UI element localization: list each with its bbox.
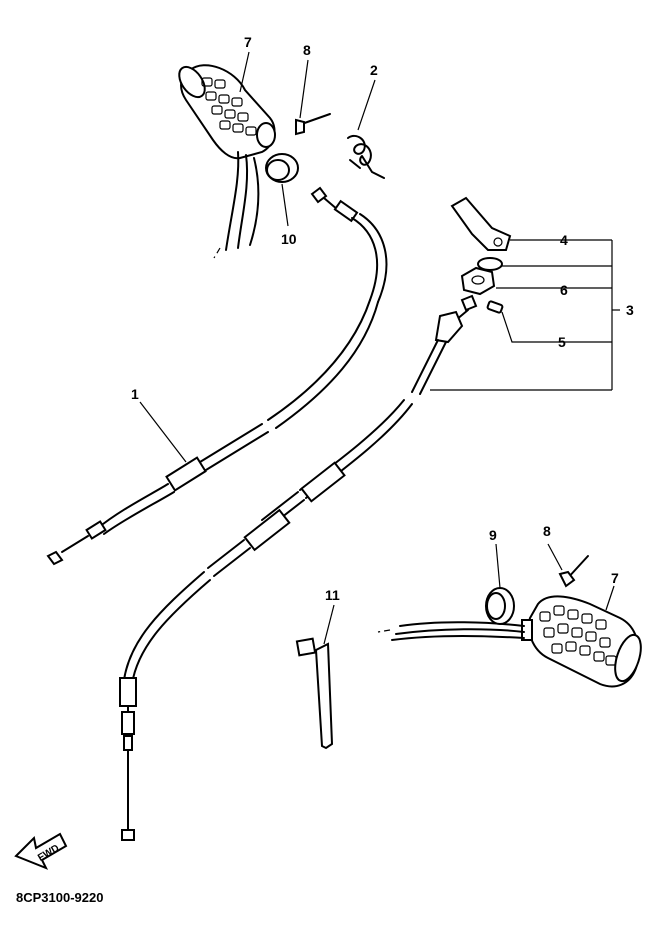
callout-labels: 7 8 2 10 4 6 3 5 1 9 8 7 11 (131, 34, 634, 603)
callout-4: 4 (560, 232, 568, 248)
choke-lever (450, 196, 512, 251)
grip-screw-top (295, 113, 331, 136)
callout-1: 1 (131, 386, 139, 402)
leader-lines (139, 51, 615, 645)
callout-10: 10 (281, 231, 297, 247)
callout-bracket-3 (430, 239, 620, 391)
callout-11: 11 (325, 587, 340, 603)
callout-5: 5 (558, 334, 566, 350)
callout-8-top: 8 (303, 42, 311, 58)
callout-3: 3 (626, 302, 634, 318)
grip-collar-ring-bottom (485, 587, 515, 625)
throttle-cable (46, 186, 388, 566)
callout-6: 6 (560, 282, 568, 298)
diagram-code: 8CP3100-9220 (16, 890, 103, 905)
choke-nut (460, 266, 496, 296)
callout-8-bottom: 8 (543, 523, 551, 539)
callout-9: 9 (489, 527, 497, 543)
left-handlebar-grip (178, 64, 276, 259)
callout-7-bottom: 7 (611, 570, 619, 586)
callout-7-top: 7 (244, 34, 252, 50)
choke-cable-end (411, 294, 478, 395)
callout-2: 2 (370, 62, 378, 78)
forward-direction-arrow: FWD (14, 832, 68, 870)
cable-tie (295, 637, 334, 750)
wire-clip (347, 134, 385, 179)
choke-washer (477, 257, 503, 271)
grip-collar-ring (265, 153, 299, 183)
right-handlebar-grip (377, 595, 642, 688)
choke-pin (486, 300, 504, 314)
choke-cable (119, 399, 413, 841)
grip-screw-bottom (558, 555, 589, 588)
